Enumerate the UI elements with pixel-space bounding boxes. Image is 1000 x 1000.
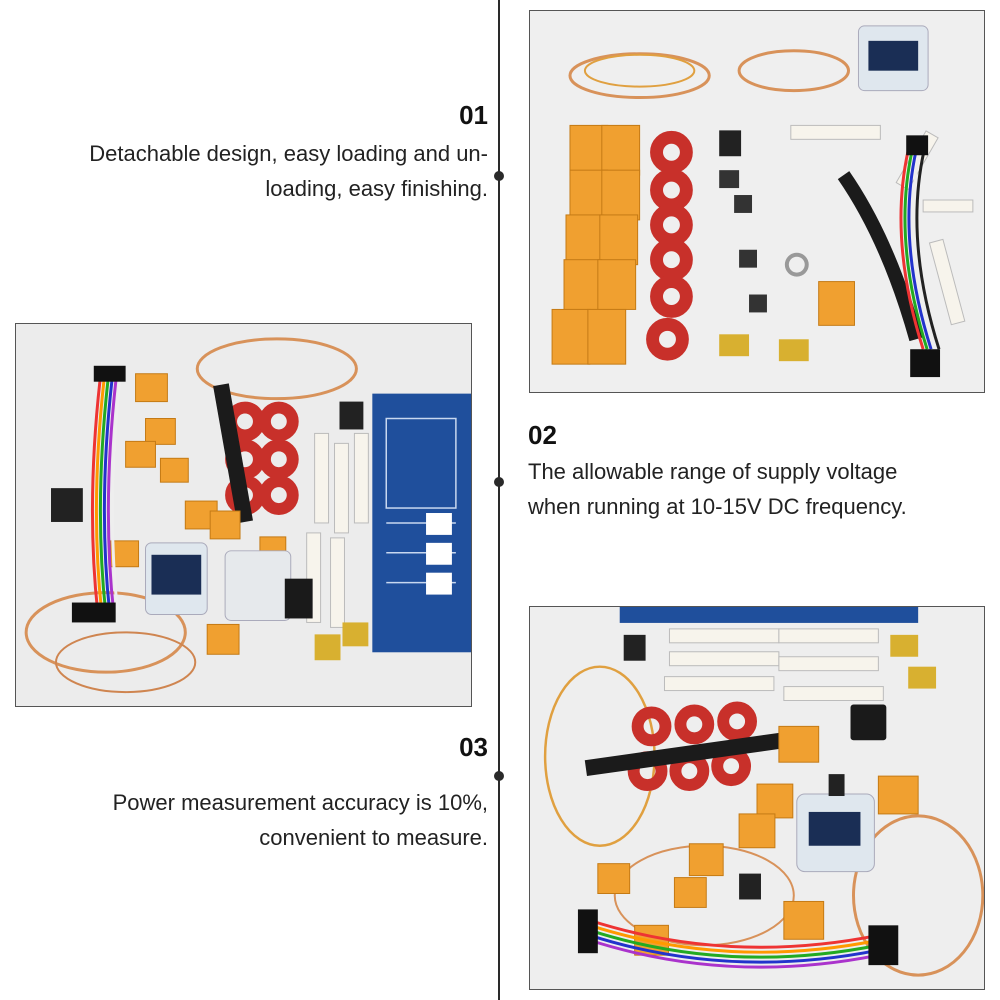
- kit-pcb-illustration: [16, 324, 471, 706]
- product-photo-kit-pcb: [15, 323, 472, 707]
- components-illustration-bottom: [530, 607, 984, 989]
- feature-text-1-line-2: loading, easy finishing.: [265, 176, 488, 201]
- feature-text-2: The allowable range of supply voltage wh…: [528, 454, 907, 524]
- timeline-dot-3: [494, 771, 504, 781]
- feature-text-2-line-1: The allowable range of supply voltage: [528, 459, 898, 484]
- feature-number-3: 03: [459, 732, 488, 762]
- feature-text-1-line-1: Detachable design, easy loading and un-: [89, 141, 488, 166]
- timeline-dot-1: [494, 171, 504, 181]
- feature-text-3-line-1: Power measurement accuracy is 10%,: [112, 790, 488, 815]
- timeline-line: [498, 0, 500, 1000]
- feature-text-1: Detachable design, easy loading and un- …: [89, 136, 488, 206]
- product-photo-components-top: [529, 10, 985, 393]
- product-photo-components-bottom: [529, 606, 985, 990]
- components-illustration-top: [530, 11, 984, 392]
- feature-text-3: Power measurement accuracy is 10%, conve…: [113, 785, 488, 855]
- timeline-dot-2: [494, 477, 504, 487]
- feature-number-1: 01: [459, 100, 488, 130]
- feature-text-3-line-2: convenient to measure.: [259, 825, 488, 850]
- feature-number-2: 02: [528, 420, 557, 450]
- feature-text-2-line-2: when running at 10-15V DC frequency.: [528, 494, 907, 519]
